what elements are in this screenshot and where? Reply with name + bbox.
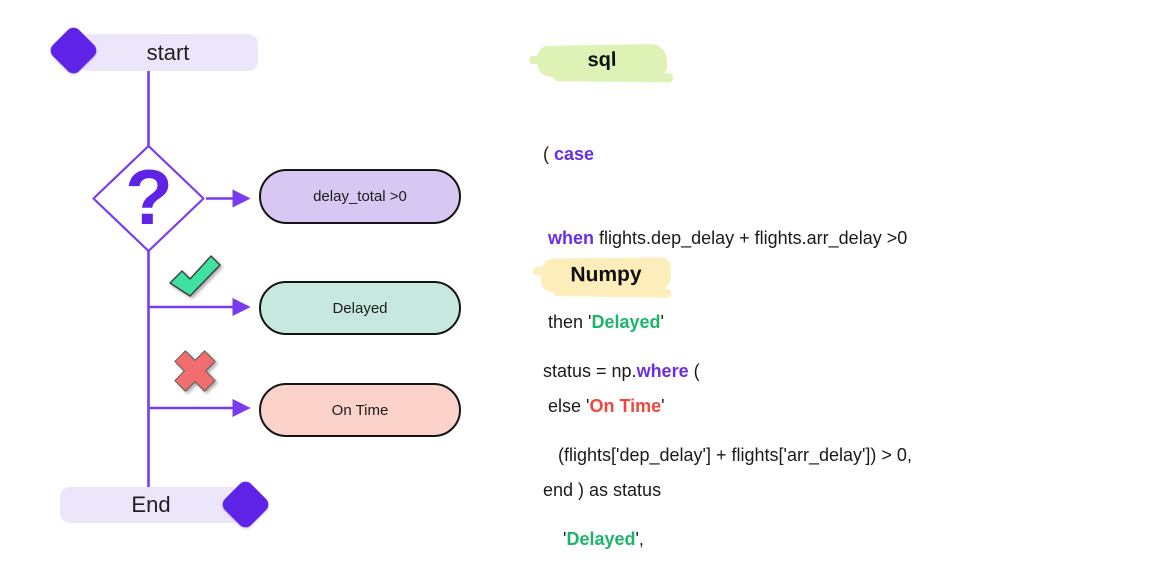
code-segment bbox=[538, 228, 548, 248]
code-segment: end ) as status bbox=[538, 480, 662, 500]
numpy-code-line: 'Delayed', bbox=[538, 525, 912, 553]
code-segment: status = np. bbox=[538, 361, 637, 381]
sql-code-block: ( case when flights.dep_delay + flights.… bbox=[538, 84, 907, 560]
code-segment: Delayed bbox=[591, 312, 661, 332]
sql-code-line: end ) as status bbox=[538, 476, 907, 504]
code-segment: then ' bbox=[538, 312, 592, 332]
start-node: start bbox=[78, 34, 258, 71]
code-segment: ( bbox=[538, 144, 554, 164]
sql-header-highlight: sql bbox=[536, 43, 668, 78]
sql-code-line: then 'Delayed' bbox=[538, 308, 907, 336]
check-icon bbox=[169, 255, 221, 297]
sql-code-line: when flights.dep_delay + flights.arr_del… bbox=[538, 224, 907, 252]
numpy-header-highlight: Numpy bbox=[540, 257, 672, 292]
delayed-node: Delayed bbox=[259, 281, 461, 335]
end-node: End bbox=[60, 487, 242, 523]
end-label: End bbox=[131, 492, 171, 517]
numpy-header: Numpy bbox=[570, 262, 642, 286]
ontime-label: On Time bbox=[331, 401, 389, 419]
code-segment: flights.dep_delay + flights.arr_delay >0 bbox=[594, 228, 908, 248]
flow-connectors bbox=[92, 71, 251, 487]
branch-condition-node: delay_total >0 bbox=[259, 169, 461, 224]
sql-header: sql bbox=[587, 48, 617, 72]
code-segment: ( bbox=[688, 361, 700, 381]
start-label: start bbox=[146, 39, 190, 65]
code-segment: ' bbox=[660, 312, 664, 332]
code-segment: Delayed bbox=[566, 529, 636, 549]
sql-code-line: ( case bbox=[538, 140, 907, 168]
code-segment: ', bbox=[635, 529, 644, 549]
code-segment: (flights['dep_delay'] + flights['arr_del… bbox=[538, 445, 912, 465]
branch-condition-label: delay_total >0 bbox=[313, 188, 407, 205]
code-segment: where bbox=[636, 361, 689, 381]
numpy-code-block: status = np.where ( (flights['dep_delay'… bbox=[538, 301, 912, 582]
cross-icon bbox=[174, 350, 216, 392]
code-segment: when bbox=[548, 228, 595, 248]
code-segment: ' bbox=[538, 529, 567, 549]
sql-code-line: else 'On Time' bbox=[538, 392, 907, 420]
delayed-label: Delayed bbox=[332, 299, 388, 317]
code-segment: else ' bbox=[538, 396, 590, 416]
ontime-node: On Time bbox=[259, 383, 461, 437]
decision-diamond bbox=[92, 144, 205, 253]
code-segment: case bbox=[554, 144, 595, 164]
code-segment: ' bbox=[661, 396, 665, 416]
code-segment: On Time bbox=[589, 396, 662, 416]
numpy-code-line: status = np.where ( bbox=[538, 357, 912, 385]
numpy-code-line: (flights['dep_delay'] + flights['arr_del… bbox=[538, 441, 912, 469]
question-mark-icon: ? bbox=[125, 152, 173, 241]
